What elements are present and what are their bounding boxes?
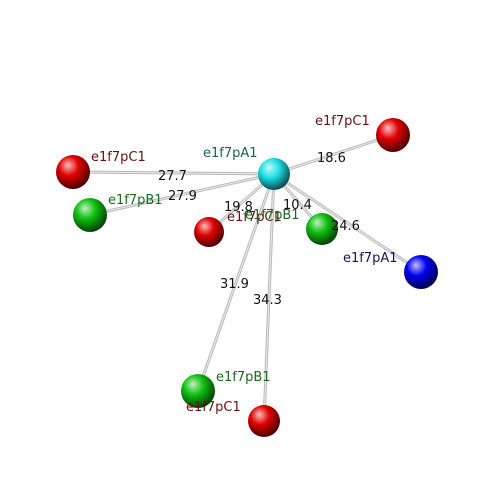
atom-label-b1-mid: e1f7pB1 (245, 208, 300, 223)
bond-highlight-b1_bottom (197, 173, 275, 392)
atom-c1-bottom (248, 405, 280, 437)
distance-label-b1-left: 27.9 (168, 189, 197, 204)
atom-label-c1-bottom: e1f7pC1 (186, 400, 241, 415)
bond-highlight-a1_right (273, 173, 422, 273)
atom-b1-mid (306, 213, 338, 245)
atom-label-b1-left: e1f7pB1 (108, 193, 163, 208)
distance-label-c1-left: 27.7 (158, 169, 187, 184)
bond-highlight-b1_left (89, 173, 275, 216)
atom-center (258, 158, 290, 190)
bonds-layer (71, 133, 423, 423)
atoms-layer (56, 118, 438, 437)
atom-c1-left (56, 155, 90, 189)
atom-label-c1-top-right: e1f7pC1 (315, 114, 370, 129)
labels-layer: e1f7pA1e1f7pC1e1f7pC1e1f7pB1e1f7pC1e1f7p… (91, 114, 398, 415)
distance-label-c1-top-right: 18.6 (317, 151, 346, 166)
atom-label-c1-mid: e1f7pC1 (227, 210, 282, 225)
atom-label-c1-left: e1f7pC1 (91, 150, 146, 165)
atom-b1-bottom (181, 374, 215, 408)
distance-label-c1-mid: 19.8 (224, 200, 253, 215)
bond-highlight-c1_top_right (273, 134, 394, 175)
distance-label-a1-right: 24.6 (331, 219, 360, 234)
atom-c1-top-right (376, 118, 410, 152)
atom-label-b1-bottom: e1f7pB1 (216, 370, 271, 385)
bond-highlight-c1_bottom (263, 173, 275, 422)
atom-c1-mid (194, 217, 224, 247)
distance-label-b1-bottom: 31.9 (220, 277, 249, 292)
bond-highlight-c1_left (72, 171, 275, 175)
distance-label-c1-bottom: 34.3 (253, 293, 282, 308)
atom-label-a1-right: e1f7pA1 (343, 251, 398, 266)
atom-b1-left (73, 198, 107, 232)
atom-label-center: e1f7pA1 (203, 146, 258, 161)
distance-label-b1-mid: 10.4 (283, 198, 312, 213)
atom-a1-right (404, 255, 438, 289)
